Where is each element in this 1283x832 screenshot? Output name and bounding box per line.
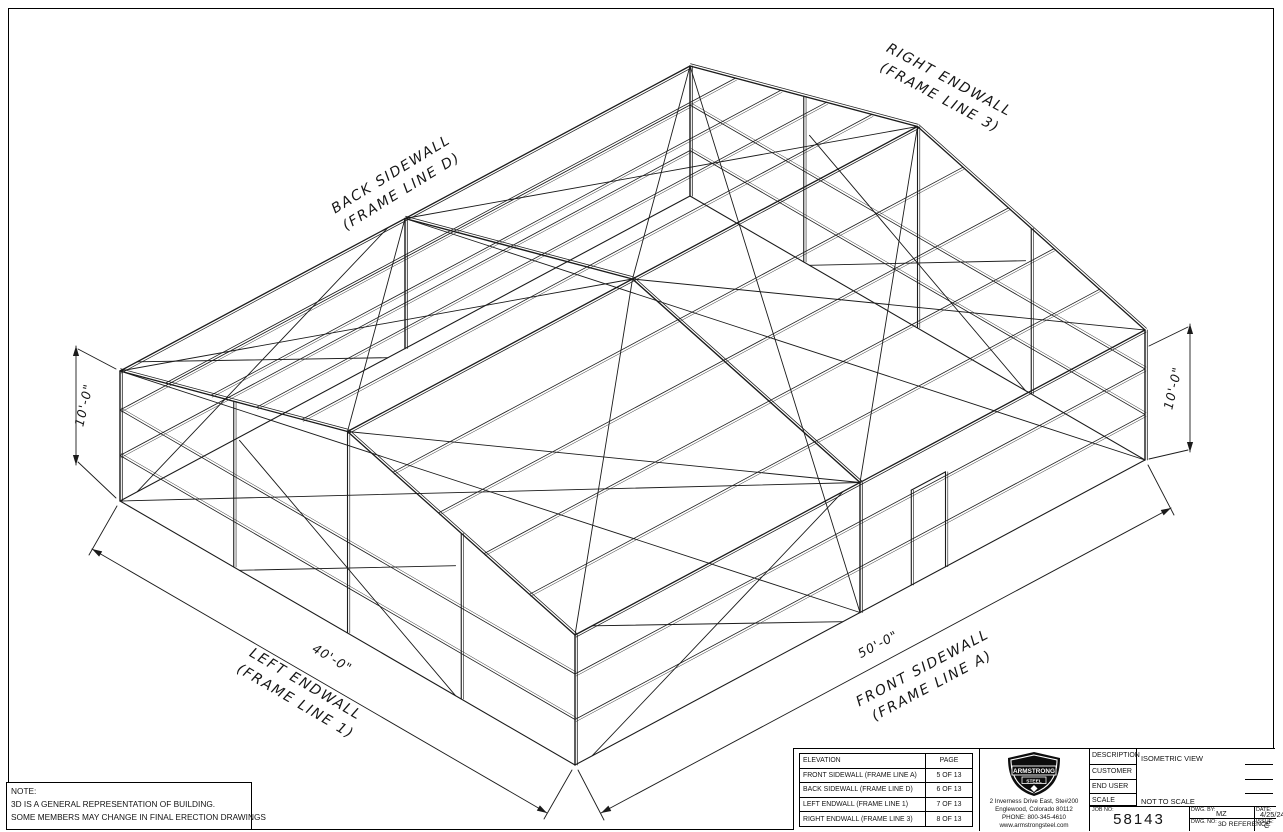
logo-name: ARMSTRONG: [1013, 768, 1055, 775]
elevation-header: ELEVATION: [803, 757, 841, 765]
issue-value: C: [1264, 821, 1270, 830]
job-no-value: 58143: [1113, 811, 1165, 828]
dimension-lines: [72, 323, 1194, 821]
blank-rule: [1245, 779, 1273, 780]
logo-name2: STEEL: [1026, 779, 1042, 785]
description-value: ISOMETRIC VIEW: [1141, 754, 1204, 763]
company-address: 2 Inverness Drive East, Ste#200 Englewoo…: [989, 798, 1079, 830]
dwg-by-value: MZ: [1216, 809, 1227, 818]
table-header-row: ELEVATION PAGE: [800, 754, 972, 768]
description-label: DESCRIPTION: [1089, 749, 1140, 765]
svg-text:40'-0": 40'-0": [310, 641, 355, 676]
right-endwall-label: RIGHT ENDWALL (FRAME LINE 3): [877, 40, 1015, 136]
back-sidewall-label: BACK SIDEWALL (FRAME LINE D): [329, 132, 464, 234]
date-label: DATE:: [1256, 807, 1272, 813]
blank-rule: [1245, 793, 1273, 794]
logo-diamond: [1029, 783, 1039, 794]
sheet-border: [8, 8, 1274, 830]
armstrong-steel-logo: ARMSTRONG STEEL: [1008, 752, 1060, 796]
blank-rule: [1245, 764, 1273, 765]
note-title: NOTE:: [11, 786, 37, 796]
job-no-label: JOB NO:: [1092, 807, 1114, 813]
issue-label: ISSUE:: [1256, 819, 1274, 825]
svg-text:10'-0": 10'-0": [1160, 365, 1184, 411]
dwg-no-value: 3D REFERENCE: [1218, 821, 1271, 828]
scale-value: NOT TO SCALE: [1141, 797, 1195, 806]
table-row: BACK SIDEWALL (FRAME LINE D) 6 OF 13: [800, 782, 972, 797]
general-note-box: NOTE: 3D IS A GENERAL REPRESENTATION OF …: [6, 782, 266, 830]
divider: [1089, 806, 1276, 807]
dim-building-width: 40'-0": [310, 641, 355, 676]
elevation-page-table: ELEVATION PAGE FRONT SIDEWALL (FRAME LIN…: [799, 753, 973, 827]
date-value: 4/25/24: [1260, 810, 1283, 819]
dim-eave-height-left: 10'-0": [71, 382, 95, 428]
title-block: ELEVATION PAGE FRONT SIDEWALL (FRAME LIN…: [793, 748, 1283, 831]
page-header: PAGE: [925, 754, 972, 768]
table-row: LEFT ENDWALL (FRAME LINE 1) 7 OF 13: [800, 796, 972, 812]
divider: [979, 749, 980, 831]
svg-text:10'-0": 10'-0": [71, 382, 95, 428]
dim-eave-height-right: 10'-0": [1160, 365, 1184, 411]
note-line-1: 3D IS A GENERAL REPRESENTATION OF BUILDI…: [11, 798, 216, 809]
scale-label: SCALE: [1089, 794, 1137, 806]
dwg-by-label: DWG. BY:: [1191, 807, 1216, 813]
building-wireframe: [119, 63, 1148, 766]
end-user-label: END USER: [1089, 780, 1137, 794]
table-row: FRONT SIDEWALL (FRAME LINE A) 5 OF 13: [800, 767, 972, 783]
divider: [1089, 749, 1090, 831]
table-row: RIGHT ENDWALL (FRAME LINE 3) 8 OF 13: [800, 811, 972, 826]
note-line-2: SOME MEMBERS MAY CHANGE IN FINAL ERECTIO…: [11, 811, 266, 822]
customer-label: CUSTOMER: [1089, 765, 1137, 780]
divider: [1189, 818, 1276, 819]
dwg-no-label: DWG. NO:: [1191, 819, 1217, 825]
